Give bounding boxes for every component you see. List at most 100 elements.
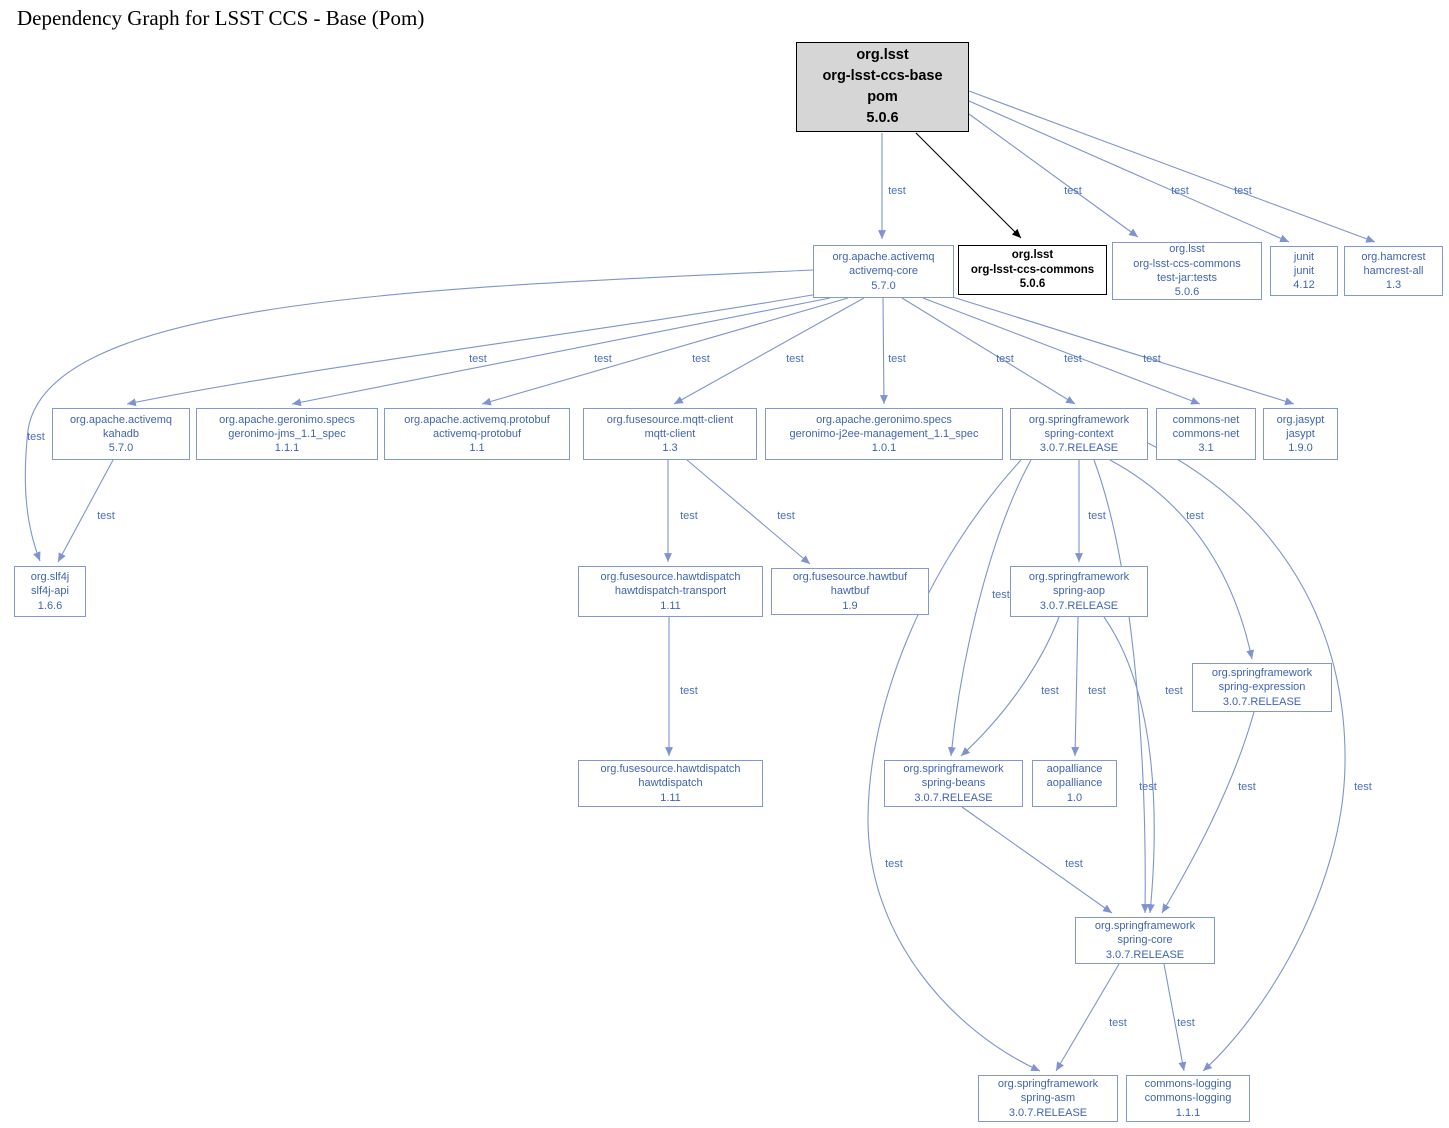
node-version: 5.0.6 <box>1019 278 1046 291</box>
node-group: commons-logging <box>1144 1078 1232 1091</box>
node-spring-core[interactable]: org.springframework spring-core 3.0.7.RE… <box>1075 917 1215 964</box>
node-group: org.lsst <box>1169 243 1205 256</box>
edge-label: test <box>1354 781 1372 793</box>
edge-activemq-core-geronimo-j2ee <box>879 297 888 405</box>
edge-label: test <box>1238 781 1256 793</box>
node-artifact: hawtdispatch-transport <box>614 585 727 598</box>
edge-label: test <box>680 685 698 697</box>
page-title: Dependency Graph for LSST CCS - Base (Po… <box>17 6 425 30</box>
node-artifact: hamcrest-all <box>1363 264 1424 277</box>
node-spring-context[interactable]: org.springframework spring-context 3.0.7… <box>1010 408 1148 460</box>
node-version: 1.11 <box>660 599 681 612</box>
edge-label: test <box>786 353 804 365</box>
node-slf4j-api[interactable]: org.slf4j slf4j-api 1.6.6 <box>14 566 86 617</box>
node-group: org.apache.geronimo.specs <box>816 413 952 426</box>
node-artifact: org-lsst-ccs-base <box>822 67 943 84</box>
edge-label: test <box>469 353 487 365</box>
node-mqtt-client[interactable]: org.fusesource.mqtt-client mqtt-client 1… <box>583 408 757 460</box>
edge-label: test <box>1165 685 1183 697</box>
edge-root-junit <box>968 100 1290 243</box>
node-org-lsst-ccs-commons-tests[interactable]: org.lsst org-lsst-ccs-commons test-jar:t… <box>1112 242 1262 300</box>
node-artifact: spring-context <box>1044 427 1114 440</box>
node-geronimo-j2ee-management-spec[interactable]: org.apache.geronimo.specs geronimo-j2ee-… <box>765 408 1003 460</box>
node-aopalliance[interactable]: aopalliance aopalliance 1.0 <box>1032 760 1117 807</box>
node-geronimo-jms-spec[interactable]: org.apache.geronimo.specs geronimo-jms_1… <box>196 408 378 460</box>
node-spring-beans[interactable]: org.springframework spring-beans 3.0.7.R… <box>884 760 1023 807</box>
edge-root-ccs-commons-tests <box>968 113 1139 238</box>
node-artifact: spring-expression <box>1218 681 1306 694</box>
node-group: junit <box>1293 250 1315 263</box>
node-artifact: org-lsst-ccs-commons <box>970 263 1095 276</box>
node-org-lsst-ccs-base: org.lsst org-lsst-ccs-base pom 5.0.6 <box>796 42 969 132</box>
node-kahadb[interactable]: org.apache.activemq kahadb 5.7.0 <box>52 408 190 460</box>
edge-label: test <box>1041 685 1059 697</box>
node-artifact: jasypt <box>1286 427 1315 440</box>
edge-root-hamcrest <box>968 90 1376 243</box>
edge-label: test <box>888 185 906 197</box>
node-artifact: commons-logging <box>1144 1092 1232 1105</box>
node-group: org.apache.activemq <box>69 413 173 426</box>
node-version: 5.7.0 <box>108 442 134 455</box>
node-group: org.apache.activemq <box>832 251 935 264</box>
edge-label: test <box>1186 510 1204 522</box>
edge-spring-aop-aopalliance <box>1071 616 1080 757</box>
edge-spring-context-spring-beans <box>947 459 1032 757</box>
edge-activemq-core-commons-net <box>922 297 1201 405</box>
edge-activemq-core-activemq-protobuf <box>481 297 849 406</box>
edge-label: test <box>1139 781 1157 793</box>
edge-label: test <box>1234 185 1252 197</box>
node-group: org.springframework <box>1028 413 1130 426</box>
edge-label: test <box>1064 185 1082 197</box>
edge-spring-context-commons-logging <box>1147 442 1346 1072</box>
node-commons-logging[interactable]: commons-logging commons-logging 1.1.1 <box>1126 1075 1250 1122</box>
node-artifact: mqtt-client <box>644 427 696 440</box>
edge-label: test <box>27 431 45 443</box>
node-version: 1.3 <box>1385 279 1402 292</box>
node-junit[interactable]: junit junit 4.12 <box>1270 246 1338 296</box>
node-hawtbuf[interactable]: org.fusesource.hawtbuf hawtbuf 1.9 <box>771 568 929 615</box>
edge-activemq-core-kahadb <box>126 293 819 407</box>
node-hawtdispatch[interactable]: org.fusesource.hawtdispatch hawtdispatch… <box>578 760 763 807</box>
edge-label: test <box>777 510 795 522</box>
node-version: 3.0.7.RELEASE <box>1039 442 1119 455</box>
node-group: org.fusesource.hawtbuf <box>792 571 908 584</box>
edge-label: test <box>1088 510 1106 522</box>
node-jasypt[interactable]: org.jasypt jasypt 1.9.0 <box>1263 408 1338 460</box>
edge-label: test <box>1177 1017 1195 1029</box>
edge-label: test <box>1171 185 1189 197</box>
node-version: 1.11 <box>660 791 681 804</box>
edge-spring-aop-spring-beans <box>960 616 1060 757</box>
node-version: 1.0 <box>1066 791 1083 804</box>
node-artifact: activemq-protobuf <box>432 427 522 440</box>
edge-label: test <box>996 353 1014 365</box>
node-group: org.springframework <box>1094 920 1196 933</box>
node-group: org.apache.activemq.protobuf <box>404 413 550 426</box>
node-group: org.springframework <box>1211 667 1313 680</box>
node-activemq-protobuf[interactable]: org.apache.activemq.protobuf activemq-pr… <box>384 408 570 460</box>
node-group: org.lsst <box>856 46 909 63</box>
node-activemq-core[interactable]: org.apache.activemq activemq-core 5.7.0 <box>813 245 954 298</box>
node-version: 1.3 <box>662 442 678 455</box>
node-version: 3.0.7.RELEASE <box>1039 599 1119 612</box>
node-version: 5.0.6 <box>866 110 899 127</box>
node-group: org.springframework <box>1028 571 1130 584</box>
node-classifier: test-jar:tests <box>1157 272 1217 284</box>
node-spring-aop[interactable]: org.springframework spring-aop 3.0.7.REL… <box>1010 566 1148 617</box>
node-commons-net[interactable]: commons-net commons-net 3.1 <box>1156 408 1256 460</box>
node-spring-asm[interactable]: org.springframework spring-asm 3.0.7.REL… <box>978 1075 1118 1122</box>
edge-mqtt-hawtbuf <box>686 459 811 565</box>
edge-activemq-core-slf4j <box>24 269 814 562</box>
node-version: 1.9 <box>842 599 858 612</box>
edge-label: test <box>888 353 906 365</box>
node-artifact: hawtbuf <box>830 585 870 598</box>
edge-activemq-core-mqtt-client <box>673 297 865 405</box>
edge-root-ccs-commons <box>915 132 1022 239</box>
node-hamcrest-all[interactable]: org.hamcrest hamcrest-all 1.3 <box>1344 246 1443 296</box>
node-spring-expression[interactable]: org.springframework spring-expression 3.… <box>1192 663 1332 712</box>
node-packaging: pom <box>867 89 898 105</box>
edge-label: test <box>1088 685 1106 697</box>
node-hawtdispatch-transport[interactable]: org.fusesource.hawtdispatch hawtdispatch… <box>578 566 763 617</box>
node-artifact: slf4j-api <box>31 585 69 598</box>
node-artifact: org-lsst-ccs-commons <box>1133 257 1241 270</box>
